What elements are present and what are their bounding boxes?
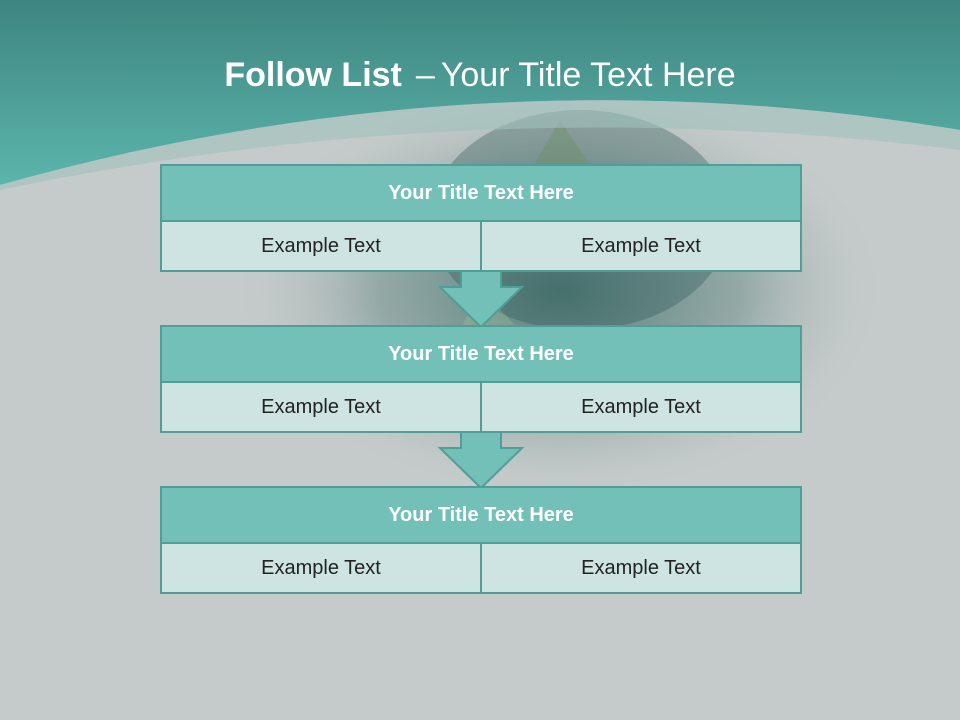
block-1-right-cell: Example Text [480, 222, 800, 270]
block-2-left-cell: Example Text [162, 383, 480, 431]
block-3-left-cell: Example Text [162, 544, 480, 592]
list-block-3: Your Title Text Here Example Text Exampl… [160, 486, 802, 594]
title-separator: – [415, 56, 435, 94]
block-1-title: Your Title Text Here [162, 166, 800, 222]
title-regular-text: Your Title Text Here [440, 56, 736, 94]
block-2-row: Example Text Example Text [162, 383, 800, 431]
title-bold-text: Follow List [224, 56, 402, 94]
slide-title: Follow List–Your Title Text Here [0, 52, 960, 98]
down-arrow-1 [438, 270, 524, 328]
block-2-right-cell: Example Text [480, 383, 800, 431]
block-1-left-cell: Example Text [162, 222, 480, 270]
list-block-2: Your Title Text Here Example Text Exampl… [160, 325, 802, 433]
block-1-row: Example Text Example Text [162, 222, 800, 270]
down-arrow-2 [438, 431, 524, 489]
block-2-title: Your Title Text Here [162, 327, 800, 383]
list-block-1: Your Title Text Here Example Text Exampl… [160, 164, 802, 272]
block-3-row: Example Text Example Text [162, 544, 800, 592]
block-3-right-cell: Example Text [480, 544, 800, 592]
block-3-title: Your Title Text Here [162, 488, 800, 544]
